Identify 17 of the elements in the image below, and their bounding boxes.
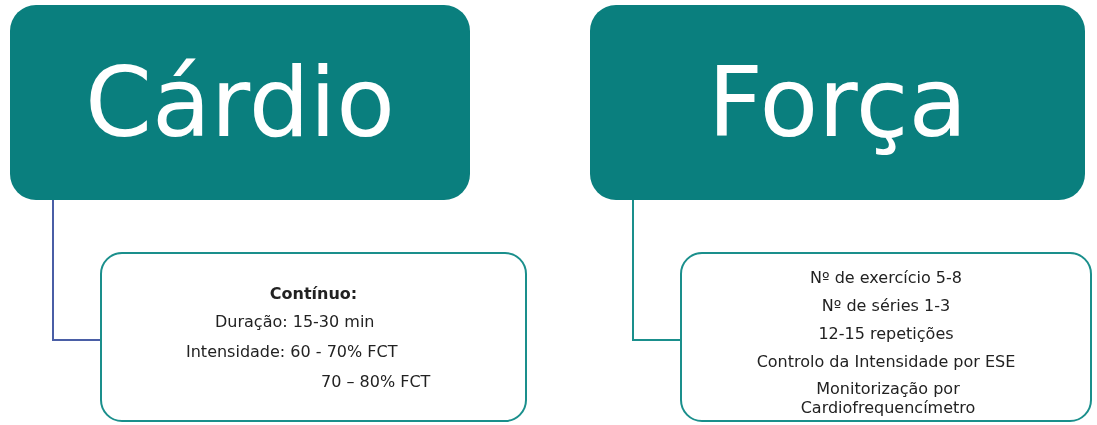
text-line: 70 – 80% FCT — [321, 372, 431, 391]
text-box — [100, 252, 527, 422]
heading-text: Força — [707, 46, 968, 159]
text-line: 12-15 repetições — [817, 324, 955, 343]
text-line: Duração: 15-30 min — [215, 312, 375, 331]
text-line: Nº de exercício 5-8 — [809, 268, 963, 287]
section-heading: Contínuo: — [268, 284, 359, 303]
heading-box — [10, 5, 470, 200]
text-line: Controlo da Intensidade por ESE — [755, 352, 1017, 371]
text-box — [680, 252, 1092, 422]
text-line: Nº de séries 1-3 — [820, 296, 952, 315]
connector-line — [52, 199, 101, 341]
heading-text: Cárdio — [85, 46, 395, 159]
text-line: Monitorização por Cardiofrequencímetro — [799, 379, 977, 417]
text-line: Intensidade: 60 - 70% FCT — [186, 342, 398, 361]
heading-box — [590, 5, 1085, 200]
connector-line — [632, 199, 681, 341]
